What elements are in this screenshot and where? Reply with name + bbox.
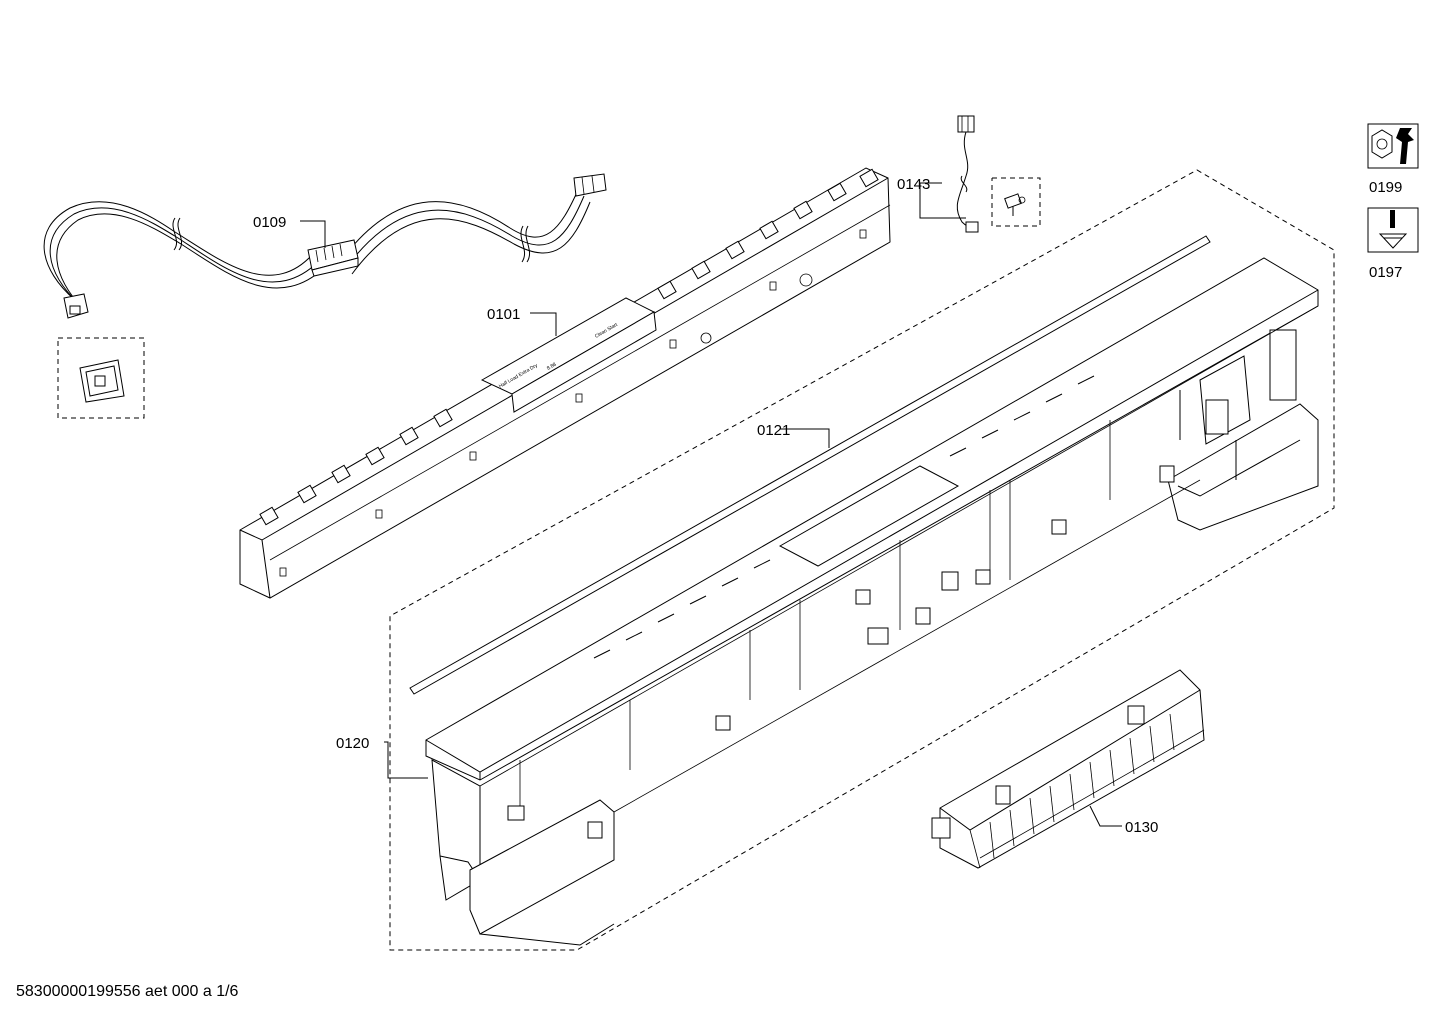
cover-ribs <box>989 713 1175 859</box>
document-id-footer: 58300000199556 aet 000 a 1/6 <box>16 983 239 1000</box>
part-0120-panel-housing <box>425 257 1319 946</box>
label-0130: 0130 <box>1125 819 1158 836</box>
part-0101-control-module: 8.88 Half Load Extra Dry Clean Start <box>239 167 891 599</box>
screwdriver-screw-icon <box>1367 207 1419 253</box>
part-0109-detail-box <box>57 337 145 419</box>
part-0109-wire-harness <box>43 173 607 319</box>
label-0101: 0101 <box>487 306 520 323</box>
part-0121-seal-strip <box>409 235 1211 695</box>
leader-lines <box>300 182 1122 827</box>
part-0143-detail-box <box>991 177 1041 227</box>
control-buttons <box>259 168 879 526</box>
svg-text:8.88: 8.88 <box>546 362 558 372</box>
label-0121: 0121 <box>757 422 790 439</box>
label-0120: 0120 <box>336 735 369 752</box>
wrench-nut-icon <box>1367 123 1419 169</box>
part-0143-sensor-wire <box>956 115 979 233</box>
top-slots <box>593 375 1095 659</box>
label-0199: 0199 <box>1369 179 1402 196</box>
label-0109: 0109 <box>253 214 286 231</box>
part-0130-cover <box>931 669 1205 869</box>
label-0197: 0197 <box>1369 264 1402 281</box>
label-0143: 0143 <box>897 176 930 193</box>
